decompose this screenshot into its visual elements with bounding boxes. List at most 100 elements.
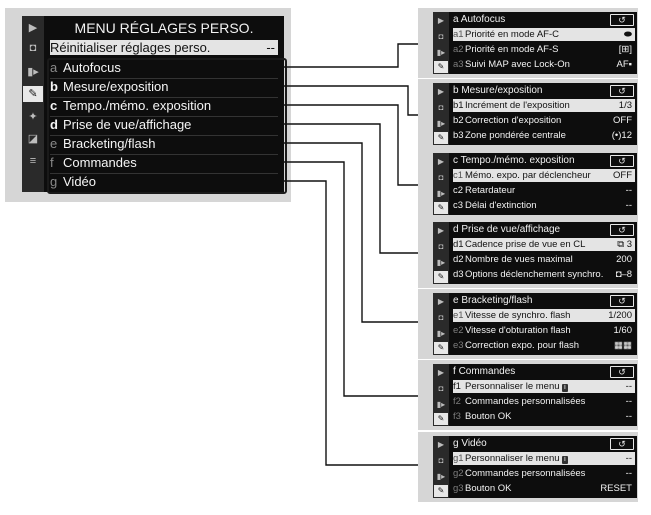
submenu-tab-column: ▶ ◘ ▮▸ ✎	[433, 293, 449, 355]
row-value: --	[625, 453, 632, 464]
movie-icon[interactable]: ▮▸	[436, 258, 446, 267]
row-code: b2	[453, 115, 464, 126]
row-value: OFF	[613, 170, 632, 181]
pencil-icon[interactable]: ✎	[434, 202, 448, 214]
playback-icon[interactable]: ▶	[437, 297, 445, 306]
row-code: f1	[453, 381, 461, 392]
pencil-icon[interactable]: ✎	[434, 485, 448, 497]
submenu-title-text: Prise de vue/affichage	[461, 224, 561, 235]
back-icon[interactable]: ↺	[610, 295, 634, 307]
camera-icon[interactable]: ◘	[438, 173, 444, 182]
submenu-row[interactable]: g1Personnaliser le menu i--	[453, 452, 635, 465]
pencil-icon[interactable]: ✎	[434, 61, 448, 73]
row-label: Vitesse d'obturation flash	[465, 325, 571, 336]
movie-icon[interactable]: ▮▸	[436, 119, 446, 128]
items-callout-box	[47, 58, 287, 194]
item-label: Prise de vue/affichage	[63, 117, 192, 132]
submenu-row[interactable]: a1Priorité en mode AF-C⬬	[453, 28, 635, 41]
camera-icon[interactable]: ◘	[438, 103, 444, 112]
item-letter: g	[50, 174, 58, 189]
submenu-title-text: Autofocus	[460, 14, 506, 25]
pencil-icon[interactable]: ✎	[434, 271, 448, 283]
back-icon[interactable]: ↺	[610, 438, 634, 450]
submenu-row[interactable]: d3Options déclenchement synchro.◘–8	[453, 268, 635, 281]
pencil-icon[interactable]: ✎	[434, 132, 448, 144]
item-label: Mesure/exposition	[63, 79, 169, 94]
camera-icon[interactable]: ◘	[29, 42, 37, 54]
playback-icon[interactable]: ▶	[437, 440, 445, 449]
movie-icon[interactable]: ▮▸	[27, 66, 39, 78]
row-code: d3	[453, 269, 464, 280]
submenu-row[interactable]: d1Cadence prise de vue en CL⧉ 3	[453, 238, 635, 251]
movie-icon[interactable]: ▮▸	[436, 400, 446, 409]
back-icon[interactable]: ↺	[610, 224, 634, 236]
row-value: 200	[616, 254, 632, 265]
row-label: Nombre de vues maximal	[465, 254, 573, 265]
camera-icon[interactable]: ◘	[438, 32, 444, 41]
camera-icon[interactable]: ◘	[438, 242, 444, 251]
playback-icon[interactable]: ▶	[437, 157, 445, 166]
item-letter: c	[50, 98, 58, 113]
pencil-icon[interactable]: ✎	[434, 342, 448, 354]
submenu-row[interactable]: b3Zone pondérée centrale(•)12	[453, 129, 635, 142]
back-icon[interactable]: ↺	[610, 366, 634, 378]
reset-row[interactable]: Réinitialiser réglages perso. --	[50, 40, 278, 55]
camera-icon[interactable]: ◘	[438, 384, 444, 393]
submenu-row[interactable]: g2Commandes personnalisées--	[453, 467, 635, 480]
camera-icon[interactable]: ◘	[438, 313, 444, 322]
submenu-screen: ▶◘▮▸✎e Bracketing/flash↺e1Vitesse de syn…	[433, 293, 637, 355]
wrench-icon[interactable]: ✦	[28, 111, 38, 123]
submenu-row[interactable]: a2Priorité en mode AF-S[⊞]	[453, 43, 635, 56]
item-label: Bracketing/flash	[63, 136, 156, 151]
movie-icon[interactable]: ▮▸	[436, 189, 446, 198]
pencil-icon[interactable]: ✎	[434, 413, 448, 425]
movie-icon[interactable]: ▮▸	[436, 329, 446, 338]
row-value: ⬬	[623, 29, 632, 40]
camera-icon[interactable]: ◘	[438, 456, 444, 465]
submenu-tab-column: ▶ ◘ ▮▸ ✎	[433, 153, 449, 215]
playback-icon[interactable]: ▶	[437, 87, 445, 96]
playback-icon[interactable]: ▶	[28, 22, 38, 34]
movie-icon[interactable]: ▮▸	[436, 48, 446, 57]
playback-icon[interactable]: ▶	[437, 226, 445, 235]
playback-icon[interactable]: ▶	[437, 368, 445, 377]
my-menu-icon[interactable]: ≡	[29, 155, 37, 167]
connector-f	[283, 161, 433, 397]
submenu-title-text: Tempo./mémo. exposition	[460, 155, 575, 166]
playback-icon[interactable]: ▶	[437, 16, 445, 25]
pencil-icon[interactable]: ✎	[23, 86, 43, 102]
back-icon[interactable]: ↺	[610, 155, 634, 167]
row-label: Options déclenchement synchro.	[465, 269, 604, 280]
row-code: g1	[453, 453, 464, 464]
back-icon[interactable]: ↺	[610, 14, 634, 26]
back-icon[interactable]: ↺	[610, 85, 634, 97]
row-value: --	[625, 411, 632, 422]
row-label: Mémo. expo. par déclencheur	[465, 170, 591, 181]
row-code: a2	[453, 44, 464, 55]
row-code: f3	[453, 411, 461, 422]
submenu-row[interactable]: e3Correction expo. pour flash▦▦	[453, 339, 635, 352]
submenu-tab-column: ▶ ◘ ▮▸ ✎	[433, 364, 449, 426]
movie-icon[interactable]: ▮▸	[436, 472, 446, 481]
retouch-icon[interactable]: ◪	[27, 133, 39, 145]
row-label: Correction d'exposition	[465, 115, 562, 126]
